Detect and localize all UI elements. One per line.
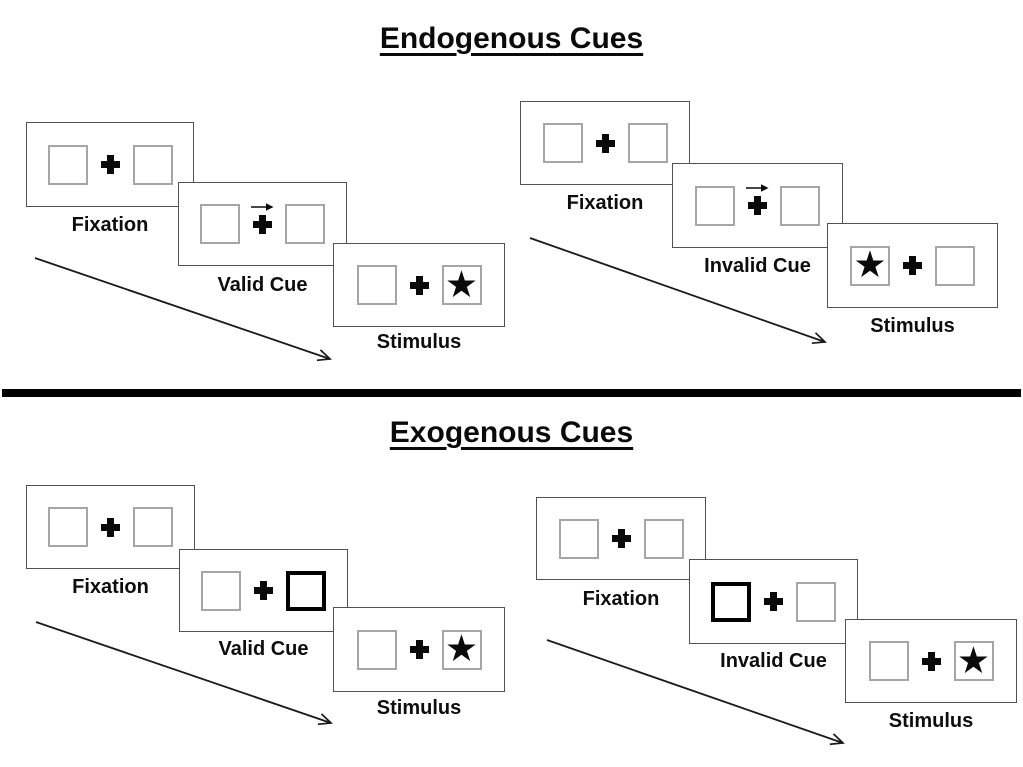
fixation-cross-icon	[100, 155, 120, 174]
fixation-cross-icon	[764, 592, 783, 611]
right-box	[643, 518, 684, 559]
star-icon: ★	[853, 243, 887, 286]
left-box: ★	[850, 243, 890, 286]
fixation-cross-icon	[746, 184, 769, 215]
left-box	[542, 123, 583, 163]
panel-label: Valid Cue	[218, 638, 309, 660]
cue-panel	[672, 163, 843, 248]
left-box	[868, 641, 909, 681]
star-icon: ★	[444, 627, 479, 670]
fixation-cross-icon	[409, 640, 429, 659]
fixation-panel	[520, 101, 690, 185]
right-box	[285, 204, 325, 244]
right-box: ★	[953, 638, 994, 682]
fixation-cross-icon	[611, 529, 631, 548]
left-box	[356, 265, 397, 305]
star-icon: ★	[956, 638, 991, 682]
panel-label: Fixation	[72, 576, 149, 598]
time-arrow-endogenous-invalid	[529, 237, 827, 345]
fixation-cross-icon	[251, 202, 274, 234]
panel-label: Invalid Cue	[720, 650, 827, 672]
endogenous-section-title: Endogenous Cues	[379, 22, 644, 55]
left-box	[356, 629, 397, 670]
right-box	[132, 144, 173, 185]
left-box	[47, 144, 88, 185]
right-box: ★	[441, 627, 482, 670]
fixation-panel	[536, 497, 706, 580]
fixation-cross-icon	[101, 517, 120, 537]
right-box	[780, 185, 820, 226]
panel-label: Stimulus	[888, 710, 974, 732]
stimulus-panel: ★	[845, 619, 1017, 703]
right-arrow-icon	[746, 184, 769, 192]
right-box: ★	[441, 262, 482, 306]
panel-label: Stimulus	[870, 315, 955, 337]
section-divider	[2, 389, 1021, 397]
stimulus-panel: ★	[333, 607, 505, 692]
panel-label: Fixation	[582, 588, 660, 610]
right-box	[627, 123, 668, 163]
fixation-cross-icon	[921, 651, 941, 671]
left-box	[200, 204, 240, 244]
right-box	[133, 507, 173, 547]
cue-panel	[179, 549, 348, 632]
panel-label: Fixation	[566, 192, 644, 214]
fixation-panel	[26, 122, 194, 207]
fixation-cross-icon	[903, 256, 922, 275]
fixation-panel	[26, 485, 195, 569]
left-box	[201, 570, 241, 611]
fixation-cross-icon	[409, 275, 429, 295]
fixation-cross-icon	[254, 581, 273, 600]
fixation-cross-icon	[595, 133, 615, 153]
cue-panel	[689, 559, 858, 644]
exogenous-section-title: Exogenous Cues	[389, 416, 634, 449]
right-box	[796, 581, 836, 622]
right-arrow-icon	[251, 202, 274, 211]
cue-panel	[178, 182, 347, 266]
panel-label: Fixation	[71, 214, 149, 236]
panel-label: Stimulus	[376, 697, 462, 719]
stimulus-panel: ★	[333, 243, 505, 327]
right-box	[935, 245, 975, 286]
left-box	[558, 518, 599, 559]
right-box-highlighted	[286, 570, 326, 611]
panel-label: Invalid Cue	[704, 255, 811, 277]
panel-label: Stimulus	[376, 331, 462, 353]
star-icon: ★	[444, 262, 479, 306]
left-box	[695, 185, 735, 226]
stimulus-panel: ★	[827, 223, 998, 308]
panel-label: Valid Cue	[217, 274, 308, 296]
left-box-highlighted	[711, 581, 751, 622]
left-box	[48, 507, 88, 547]
